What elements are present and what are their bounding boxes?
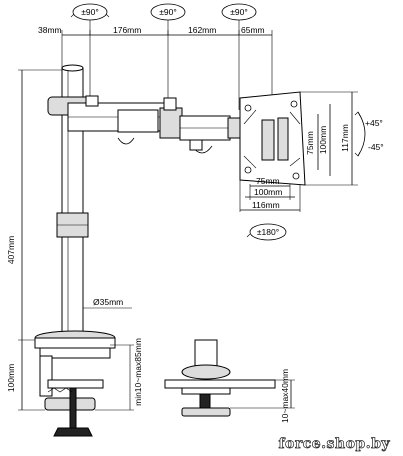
top-dimension-line: 38mm 176mm 162mm 65mm: [38, 20, 273, 110]
vesa-vertical-dimensions: 75mm 100mm 117mm: [300, 91, 358, 186]
rotation-bottom-label: ±180°: [257, 227, 279, 237]
dim-grommet-range: 10~max40mm: [280, 369, 290, 423]
arm: [47, 95, 243, 154]
dim-100mm: 100mm: [6, 364, 16, 392]
pole: [56, 64, 89, 337]
dim-w116mm: 116mm: [252, 200, 280, 210]
rotation-badge-top-middle: ±90°: [150, 3, 186, 21]
grommet-dimension: 10~max40mm: [230, 369, 295, 423]
clamp-dimension: min10~max85mm: [95, 338, 143, 411]
desk-clamp: [34, 330, 116, 437]
dim-65mm: 65mm: [241, 25, 265, 35]
rotation-top-right-label: ±90°: [230, 7, 248, 17]
dim-w100mm: 100mm: [254, 187, 282, 197]
tilt-up-label: +45°: [365, 118, 383, 128]
dim-v100mm: 100mm: [318, 126, 328, 154]
tilt-indicator: +45° -45°: [354, 111, 384, 157]
dim-176mm: 176mm: [113, 25, 141, 35]
rotation-badge-top-left: ±90°: [70, 3, 110, 21]
dim-clamp-range: min10~max85mm: [133, 338, 143, 406]
grommet-mount: [164, 339, 276, 417]
rotation-badge-top-right: ±90°: [221, 3, 257, 21]
dim-162mm: 162mm: [188, 25, 216, 35]
dim-v117mm: 117mm: [340, 124, 350, 152]
rotation-badge-bottom: ±180°: [246, 223, 287, 241]
dim-38mm: 38mm: [38, 25, 62, 35]
rotation-top-middle-label: ±90°: [159, 7, 177, 17]
dim-v75mm: 75mm: [305, 131, 315, 155]
height-dimension: 407mm 100mm: [6, 69, 62, 411]
dim-407mm: 407mm: [6, 236, 16, 264]
vesa-plate: [239, 91, 306, 186]
rotation-top-left-label: ±90°: [81, 7, 99, 17]
dim-w75mm: 75mm: [256, 176, 280, 186]
dim-pole-diameter: Ø35mm: [93, 297, 123, 307]
watermark-text: force.shop.by: [278, 436, 390, 452]
tilt-down-label: -45°: [368, 142, 384, 152]
vesa-horizontal-dimensions: 75mm 100mm 116mm: [239, 176, 301, 212]
